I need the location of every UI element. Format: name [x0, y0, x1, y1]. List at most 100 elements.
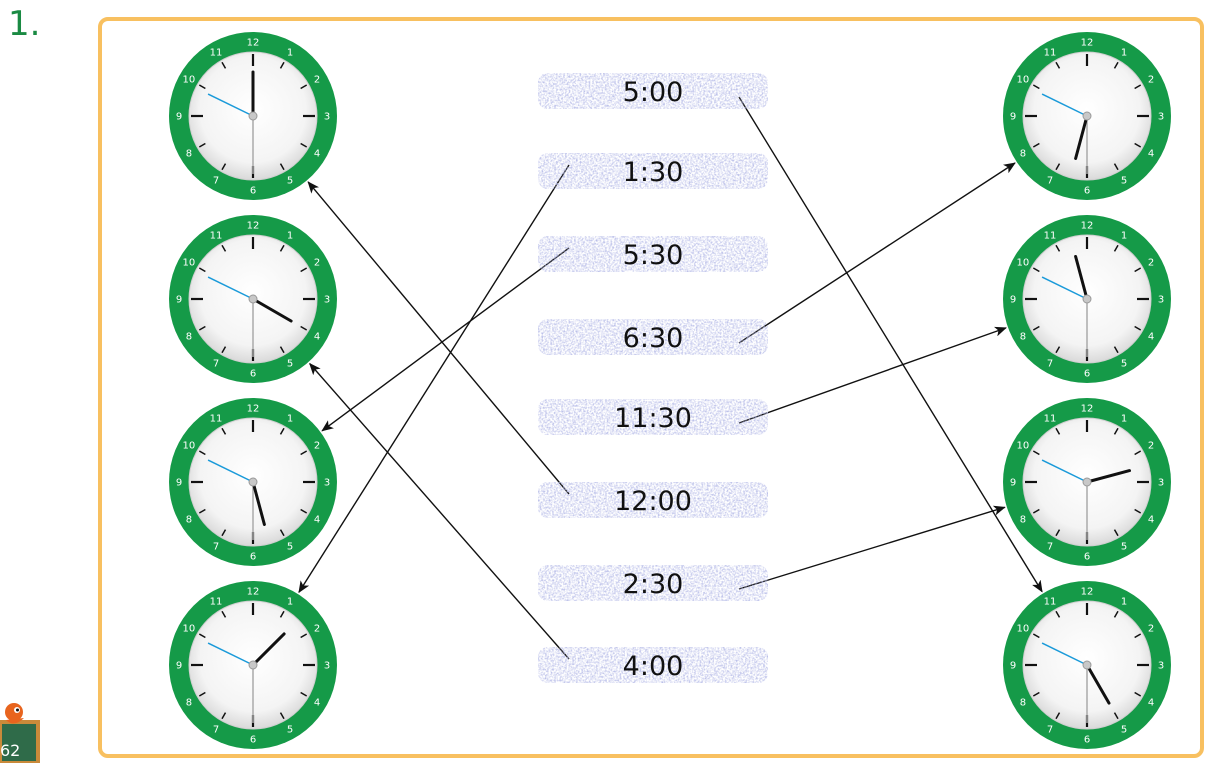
- arrow-t6-to-L1: [307, 181, 570, 495]
- clock-tick: [1032, 633, 1040, 639]
- clock-numeral: 3: [1158, 112, 1164, 123]
- clock-tick: [279, 346, 285, 354]
- clock-pivot: [1082, 294, 1092, 304]
- clock-numeral: 12: [247, 404, 260, 415]
- label-highlight: [538, 565, 768, 601]
- clock-numeral: 5: [287, 725, 293, 736]
- clock-tick: [1055, 712, 1061, 720]
- clock-tick: [279, 244, 285, 252]
- clock-tick: [1055, 163, 1061, 171]
- clock-tick: [198, 691, 206, 697]
- clock-numeral: 10: [183, 441, 196, 452]
- clock-numeral: 7: [1047, 176, 1053, 187]
- clock-numeral: 8: [1020, 332, 1026, 343]
- clock-tick: [1032, 142, 1040, 148]
- clock-tick: [279, 610, 285, 618]
- clock-tick: [1134, 84, 1142, 90]
- clock-numeral: 3: [324, 661, 330, 672]
- clock-numeral: 5: [1121, 359, 1127, 370]
- label-highlight: [538, 647, 768, 683]
- clock-tick: [1113, 427, 1119, 435]
- minute-hand: [1041, 93, 1088, 117]
- time-label-text: 11:30: [614, 403, 692, 434]
- clock-tick: [1055, 529, 1061, 537]
- minute-hand: [207, 642, 254, 666]
- hour-hand: [251, 297, 293, 323]
- clock-numeral: 5: [287, 542, 293, 553]
- clock-numeral: 5: [1121, 725, 1127, 736]
- clock-numeral: 6: [250, 552, 256, 563]
- clock-tick: [1134, 325, 1142, 331]
- clock-tick: [221, 346, 227, 354]
- clock-tick: [1055, 244, 1061, 252]
- time-label-t6: 12:00: [538, 482, 768, 518]
- clock-numeral: 2: [1148, 258, 1154, 269]
- clock-numeral: 3: [324, 295, 330, 306]
- clock-tick: [1134, 508, 1142, 514]
- clock-tick: [198, 633, 206, 639]
- clock-numeral: 2: [314, 75, 320, 86]
- clock-numeral: 12: [247, 38, 260, 49]
- clock-numeral: 11: [210, 47, 223, 58]
- clock-numeral: 4: [314, 332, 320, 343]
- clock-numeral: 11: [210, 596, 223, 607]
- clock-tick: [300, 633, 308, 639]
- time-label-text: 4:00: [623, 651, 684, 682]
- clock-tick: [279, 427, 285, 435]
- clock-numeral: 3: [1158, 478, 1164, 489]
- clock-tick: [1113, 610, 1119, 618]
- clock-tick: [198, 508, 206, 514]
- clock-numeral: 12: [1081, 221, 1094, 232]
- hour-hand: [1085, 663, 1111, 705]
- page-number: 62: [0, 741, 21, 760]
- time-label-text: 6:30: [623, 323, 684, 354]
- clock-tick: [1055, 427, 1061, 435]
- arrow-t8-to-L2: [309, 362, 570, 660]
- clock-tick: [198, 267, 206, 273]
- clock-numeral: 4: [314, 698, 320, 709]
- clock-numeral: 2: [1148, 75, 1154, 86]
- clock-numeral: 10: [1017, 75, 1030, 86]
- clock-pivot: [248, 477, 258, 487]
- clock-numeral: 10: [1017, 258, 1030, 269]
- clock-numeral: 7: [213, 725, 219, 736]
- time-label-text: 1:30: [623, 157, 684, 188]
- clock-numeral: 6: [250, 369, 256, 380]
- clock-numeral: 6: [250, 735, 256, 746]
- clock-numeral: 9: [176, 661, 182, 672]
- clock-numeral: 9: [1010, 295, 1016, 306]
- clock-tick: [300, 267, 308, 273]
- clock-tick: [300, 508, 308, 514]
- label-highlight: [538, 236, 768, 272]
- clock-tick: [221, 610, 227, 618]
- hour-hand: [1085, 469, 1132, 484]
- clock-numeral: 9: [1010, 112, 1016, 123]
- time-label-t2: 1:30: [538, 153, 768, 189]
- clock-tick: [1032, 84, 1040, 90]
- clock-numeral: 7: [1047, 542, 1053, 553]
- clock-numeral: 8: [1020, 698, 1026, 709]
- clock-numeral: 1: [287, 230, 293, 241]
- clock-numeral: 3: [324, 478, 330, 489]
- clock-numeral: 3: [1158, 661, 1164, 672]
- clock-tick: [1032, 325, 1040, 331]
- clock-numeral: 1: [1121, 230, 1127, 241]
- clock-numeral: 6: [1084, 369, 1090, 380]
- clock-tick: [221, 244, 227, 252]
- minute-hand: [1041, 276, 1088, 300]
- clock-tick: [1032, 691, 1040, 697]
- clock-pivot: [1082, 111, 1092, 121]
- clock-numeral: 2: [314, 624, 320, 635]
- clock-tick: [279, 163, 285, 171]
- hour-hand: [1074, 114, 1089, 161]
- time-label-text: 5:00: [623, 77, 684, 108]
- time-label-text: 5:30: [623, 240, 684, 271]
- label-highlight: [538, 482, 768, 518]
- page-badge-mascot-icon: [0, 703, 40, 763]
- clock-numeral: 8: [186, 332, 192, 343]
- clock-tick: [300, 142, 308, 148]
- clock-tick: [1113, 712, 1119, 720]
- clock-tick: [1055, 610, 1061, 618]
